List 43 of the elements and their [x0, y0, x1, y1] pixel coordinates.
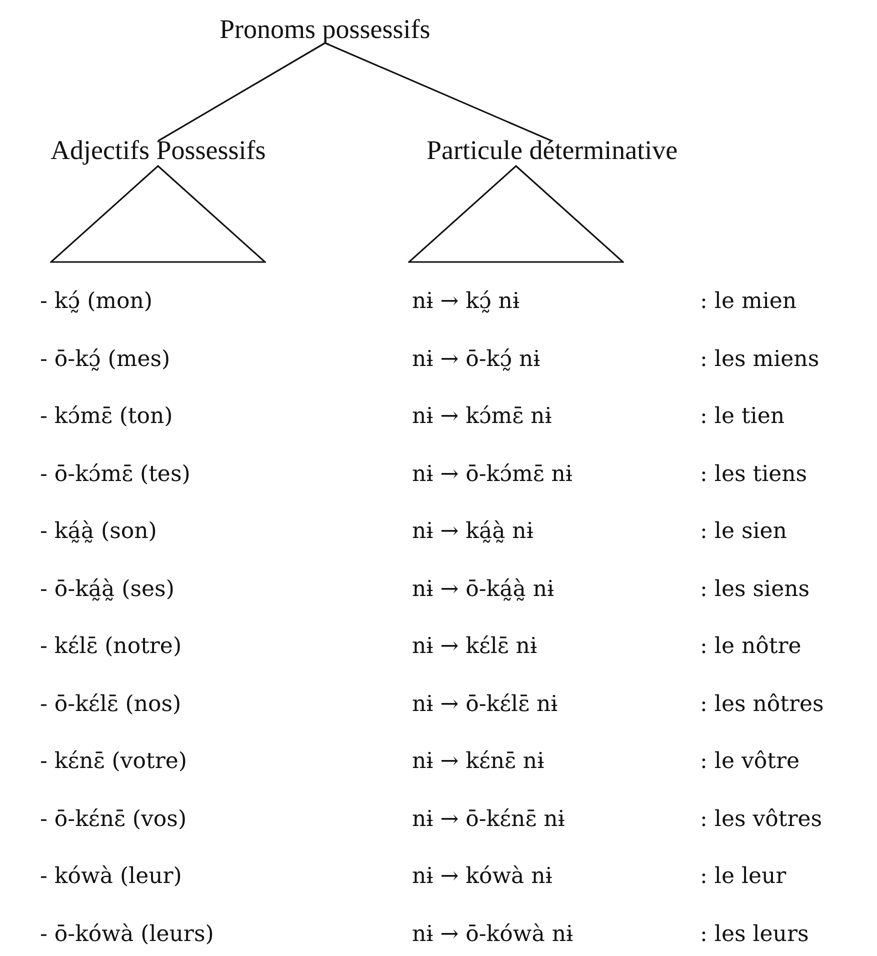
determinative-form-text: nɨ → ō-ká̰à̰ nɨ — [412, 576, 554, 603]
translation-text: : le tien — [700, 404, 785, 430]
possessive-adjective-text: - ō-kɔ́mɛ̄ (tes) — [40, 461, 190, 488]
possessive-adjective-text: - ká̰à̰ (son) — [40, 518, 157, 546]
tree-node-label: Particule déterminative — [426, 135, 678, 166]
possessive-adjective-text: - kɛ́nɛ̄ (votre) — [40, 748, 187, 776]
tree-branch-line — [158, 42, 326, 142]
possessive-adjective-text: - ō-kówà (leurs) — [40, 921, 214, 948]
determinative-form-text: nɨ → kɔ́mɛ̄ nɨ — [412, 404, 552, 430]
tree-triangle — [50, 165, 266, 264]
tree-triangle — [408, 165, 624, 264]
translation-text: : les nôtres — [700, 691, 824, 718]
determinative-form-text: nɨ → kówà nɨ — [412, 864, 552, 890]
translation-text: : le vôtre — [700, 748, 800, 776]
translation-text: : les miens — [700, 346, 820, 373]
determinative-form-text: nɨ → ō-kɛ́nɛ̄ nɨ — [412, 806, 565, 833]
possessive-adjective-text: - kɛ́lɛ̄ (notre) — [40, 634, 182, 660]
translation-text: : le mien — [700, 288, 797, 316]
translation-text: : le sien — [700, 518, 787, 546]
tree-branch-line — [324, 42, 552, 142]
determinative-form-text: nɨ → ká̰à̰ nɨ — [412, 518, 534, 546]
tree-node-label: Pronoms possessifs — [220, 14, 430, 46]
determinative-form-text: nɨ → ō-kówà nɨ — [412, 921, 574, 948]
translation-text: : le nôtre — [700, 634, 802, 660]
possessive-adjective-text: - kɔ̰́ (mon) — [40, 288, 153, 316]
determinative-form-text: nɨ → kɔ̰́ nɨ — [412, 288, 520, 316]
possessive-adjective-text: - ō-kɔ̰́ (mes) — [40, 346, 170, 373]
possessive-adjective-text: - kɔ́mɛ̄ (ton) — [40, 404, 173, 430]
translation-text: : les siens — [700, 576, 810, 603]
translation-text: : les vôtres — [700, 806, 822, 833]
determinative-form-text: nɨ → ō-kɛ́lɛ̄ nɨ — [412, 691, 558, 718]
translation-text: : les leurs — [700, 921, 809, 948]
determinative-form-text: nɨ → kɛ́nɛ̄ nɨ — [412, 748, 544, 776]
tree-node-label: Adjectifs Possessifs — [50, 135, 266, 166]
possessive-adjective-text: - kówà (leur) — [40, 864, 182, 890]
translation-text: : les tiens — [700, 461, 808, 488]
determinative-form-text: nɨ → ō-kɔ́mɛ̄ nɨ — [412, 461, 572, 488]
possessive-adjective-text: - ō-ká̰à̰ (ses) — [40, 576, 174, 603]
determinative-form-text: nɨ → ō-kɔ̰́ nɨ — [412, 346, 540, 373]
determinative-form-text: nɨ → kɛ́lɛ̄ nɨ — [412, 634, 537, 660]
possessive-adjective-text: - ō-kɛ́lɛ̄ (nos) — [40, 691, 182, 718]
possessive-adjective-text: - ō-kɛ́nɛ̄ (vos) — [40, 806, 187, 833]
translation-text: : le leur — [700, 864, 786, 890]
